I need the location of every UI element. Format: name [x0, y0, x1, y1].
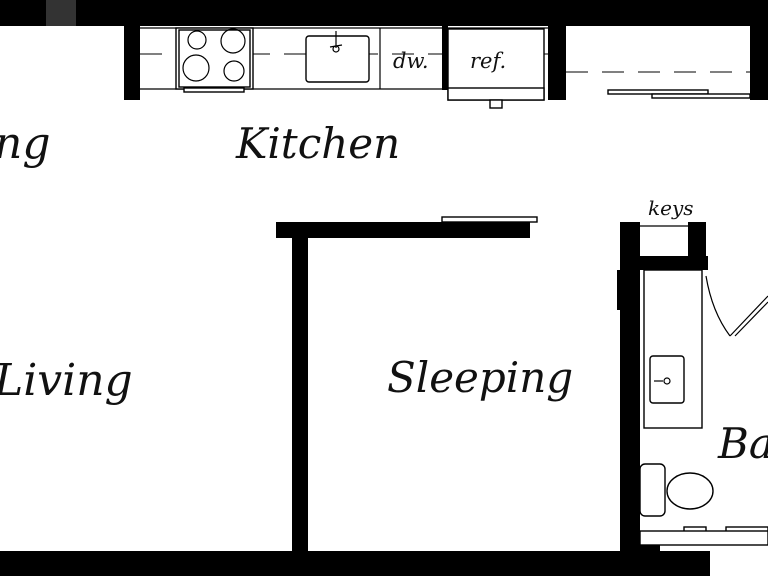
sleeping-top-wall	[276, 222, 530, 238]
room-labels: ng Kitchen Living Sleeping Ba	[0, 118, 768, 468]
bath-sink	[649, 355, 685, 404]
bottom-wall	[0, 551, 710, 576]
bath-left-wall	[620, 222, 640, 552]
fridge-side-wall	[442, 26, 448, 90]
sleeping-top-sill	[441, 216, 538, 223]
bath-header	[636, 256, 708, 270]
dishwasher-label: dw.	[393, 49, 429, 73]
vanity-side-panel	[617, 270, 621, 310]
sleeping-left-wall	[292, 222, 308, 552]
stove	[175, 27, 254, 93]
refrigerator	[447, 28, 545, 109]
bath-door-leaf-2	[734, 301, 768, 337]
bath-top-right	[688, 222, 706, 258]
sliding-door-2	[651, 93, 751, 99]
bath-floor-step	[639, 530, 768, 546]
kitchen-fixtures: dw. ref.	[140, 26, 751, 109]
sleeping-label: Sleeping	[387, 353, 573, 402]
vanity-counter	[643, 269, 703, 429]
refrigerator-label: ref.	[470, 49, 506, 73]
kitchen-sink	[305, 31, 370, 83]
bath-door-leaf	[729, 295, 768, 337]
bath-top-left	[620, 222, 638, 258]
kitchen-pillar-right	[750, 22, 768, 100]
bath-label: Ba	[717, 419, 768, 468]
kitchen-label: Kitchen	[235, 119, 400, 168]
keys-label: keys	[648, 196, 694, 220]
kitchen-pillar-left	[124, 22, 140, 100]
dining-label: ng	[0, 118, 51, 169]
top-wall-notch	[46, 0, 76, 26]
living-label: Living	[0, 355, 133, 406]
kitchen-pillar-mid	[548, 22, 566, 100]
toilet	[639, 463, 714, 517]
top-wall	[0, 0, 768, 26]
bath-fixtures: keys	[617, 196, 768, 546]
bath-door-arc	[705, 275, 731, 337]
